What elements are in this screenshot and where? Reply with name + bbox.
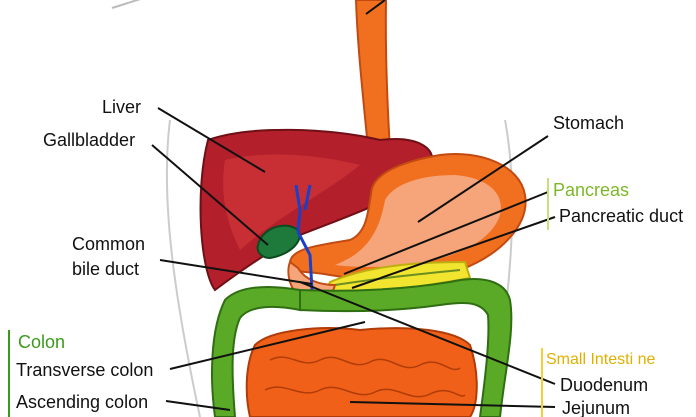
label-pancreatic-duct: Pancreatic duct [559,206,684,226]
leader-line-pancreas [343,191,549,275]
leader-line-common-bile-duct [159,259,313,285]
leader-line-liver [157,107,266,173]
label-jejunum: Jejunum [562,398,631,417]
label-common-bile-duct-line2: bile duct [72,259,140,279]
label-transverse-colon: Transverse colon [16,360,154,380]
body-outline-left [111,0,141,9]
small-intestine-folds [264,356,466,398]
pancreatic-duct [334,269,461,286]
label-duodenum: Duodenum [560,375,649,395]
leader-line-ascending-colon [165,400,231,411]
label-small-intestine: Small Intesti ne [546,351,656,368]
pancreas-group-bar [547,178,549,230]
small-intestine [245,327,478,417]
leader-line-transverse-colon [169,321,366,370]
leader-line-esophagus [365,0,386,15]
small-intestine-group-bar [541,348,543,417]
leader-line-jejunum [349,401,556,408]
gallbladder [256,224,301,260]
colon-group-bar [8,330,10,417]
leader-lines [151,0,556,411]
label-pancreas: Pancreas [553,180,630,200]
leader-line-gallbladder [151,144,269,246]
leader-line-pancreatic-duct [351,216,556,289]
label-stomach: Stomach [553,113,625,133]
label-ascending-colon: Ascending colon [16,392,149,412]
label-liver: Liver [102,97,142,117]
leader-line-stomach [417,135,549,223]
body-outline-left-side [165,119,201,417]
label-colon: Colon [18,332,66,352]
leader-line-duodenum [299,281,556,385]
label-gallbladder: Gallbladder [43,130,136,150]
liver-shade [223,154,360,250]
label-common-bile-duct-line1: Common [72,234,146,254]
